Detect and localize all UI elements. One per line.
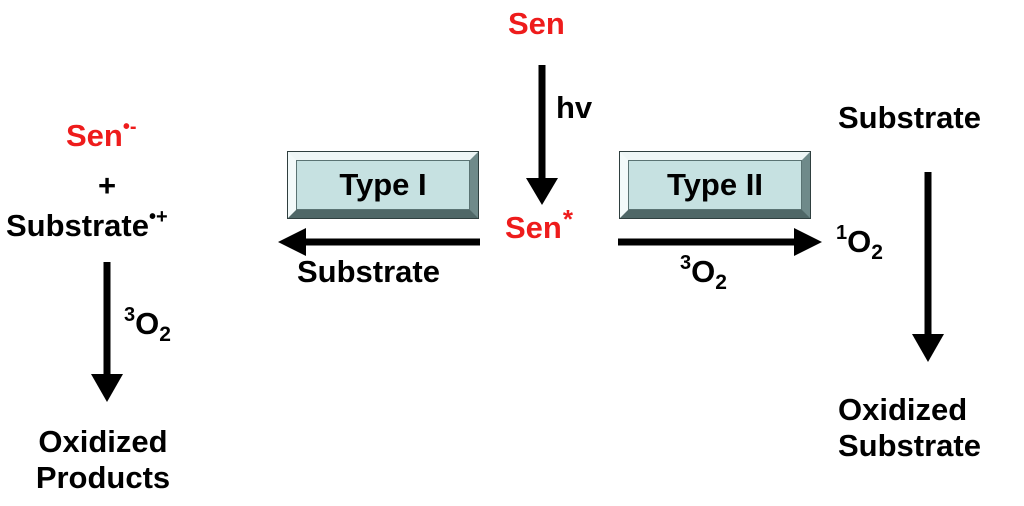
- type1-oxygen-label: 3O2: [124, 305, 171, 345]
- type1-box: Type I: [287, 151, 479, 219]
- type2-reagent-subscript: 2: [715, 271, 727, 294]
- type2-product-label: Oxidized Substrate: [838, 392, 981, 464]
- type2-oxidation-arrowhead: [912, 334, 944, 362]
- excited-sensitizer-base: Sen: [505, 210, 562, 245]
- type1-reagent-label: Substrate: [297, 254, 440, 289]
- type1-oxygen-superscript: 3: [124, 304, 136, 326]
- type1-label: Type I: [339, 167, 427, 202]
- singlet-oxygen-superscript: 1: [836, 222, 848, 244]
- type1-oxidation-arrowhead: [91, 374, 123, 402]
- excitation-arrowhead: [526, 178, 558, 205]
- type2-box-inner: [628, 160, 802, 210]
- radical-anion-mark: •-: [122, 116, 137, 138]
- type2-reagent-label: 3O2: [680, 253, 727, 293]
- excited-sensitizer-label: Sen*: [505, 206, 573, 245]
- plus-sign: +: [98, 168, 117, 203]
- type1-box-inner: [296, 160, 470, 210]
- type2-box: Type II: [619, 151, 811, 219]
- type2-product-line2: Substrate: [838, 428, 981, 463]
- type1-arrowhead: [278, 228, 306, 256]
- radical-anion-label: Sen•-: [66, 117, 137, 153]
- singlet-oxygen-base: O: [847, 224, 872, 259]
- type2-arrowhead: [794, 228, 822, 256]
- type1-product-line1: Oxidized: [38, 424, 168, 459]
- type2-label: Type II: [667, 167, 763, 202]
- type2-substrate-label: Substrate: [838, 100, 981, 135]
- excitation-label: hv: [556, 90, 593, 125]
- type1-product-line2: Products: [35, 460, 171, 495]
- radical-cation-label: Substrate•+: [6, 207, 168, 243]
- sensitizer-label: Sen: [508, 6, 565, 41]
- type1-oxygen-base: O: [135, 306, 160, 341]
- type1-product-label: Oxidized Products: [18, 424, 188, 496]
- type2-reagent-base: O: [691, 254, 716, 289]
- radical-cation-base: Substrate: [6, 208, 149, 243]
- singlet-oxygen-label: 1O2: [836, 223, 883, 263]
- radical-anion-base: Sen: [66, 118, 123, 153]
- type2-product-line1: Oxidized: [838, 392, 968, 427]
- type1-oxygen-subscript: 2: [159, 323, 171, 346]
- excited-state-mark: *: [562, 204, 573, 234]
- type2-reagent-superscript: 3: [680, 252, 692, 274]
- singlet-oxygen-subscript: 2: [871, 241, 883, 264]
- radical-cation-mark: •+: [148, 206, 168, 228]
